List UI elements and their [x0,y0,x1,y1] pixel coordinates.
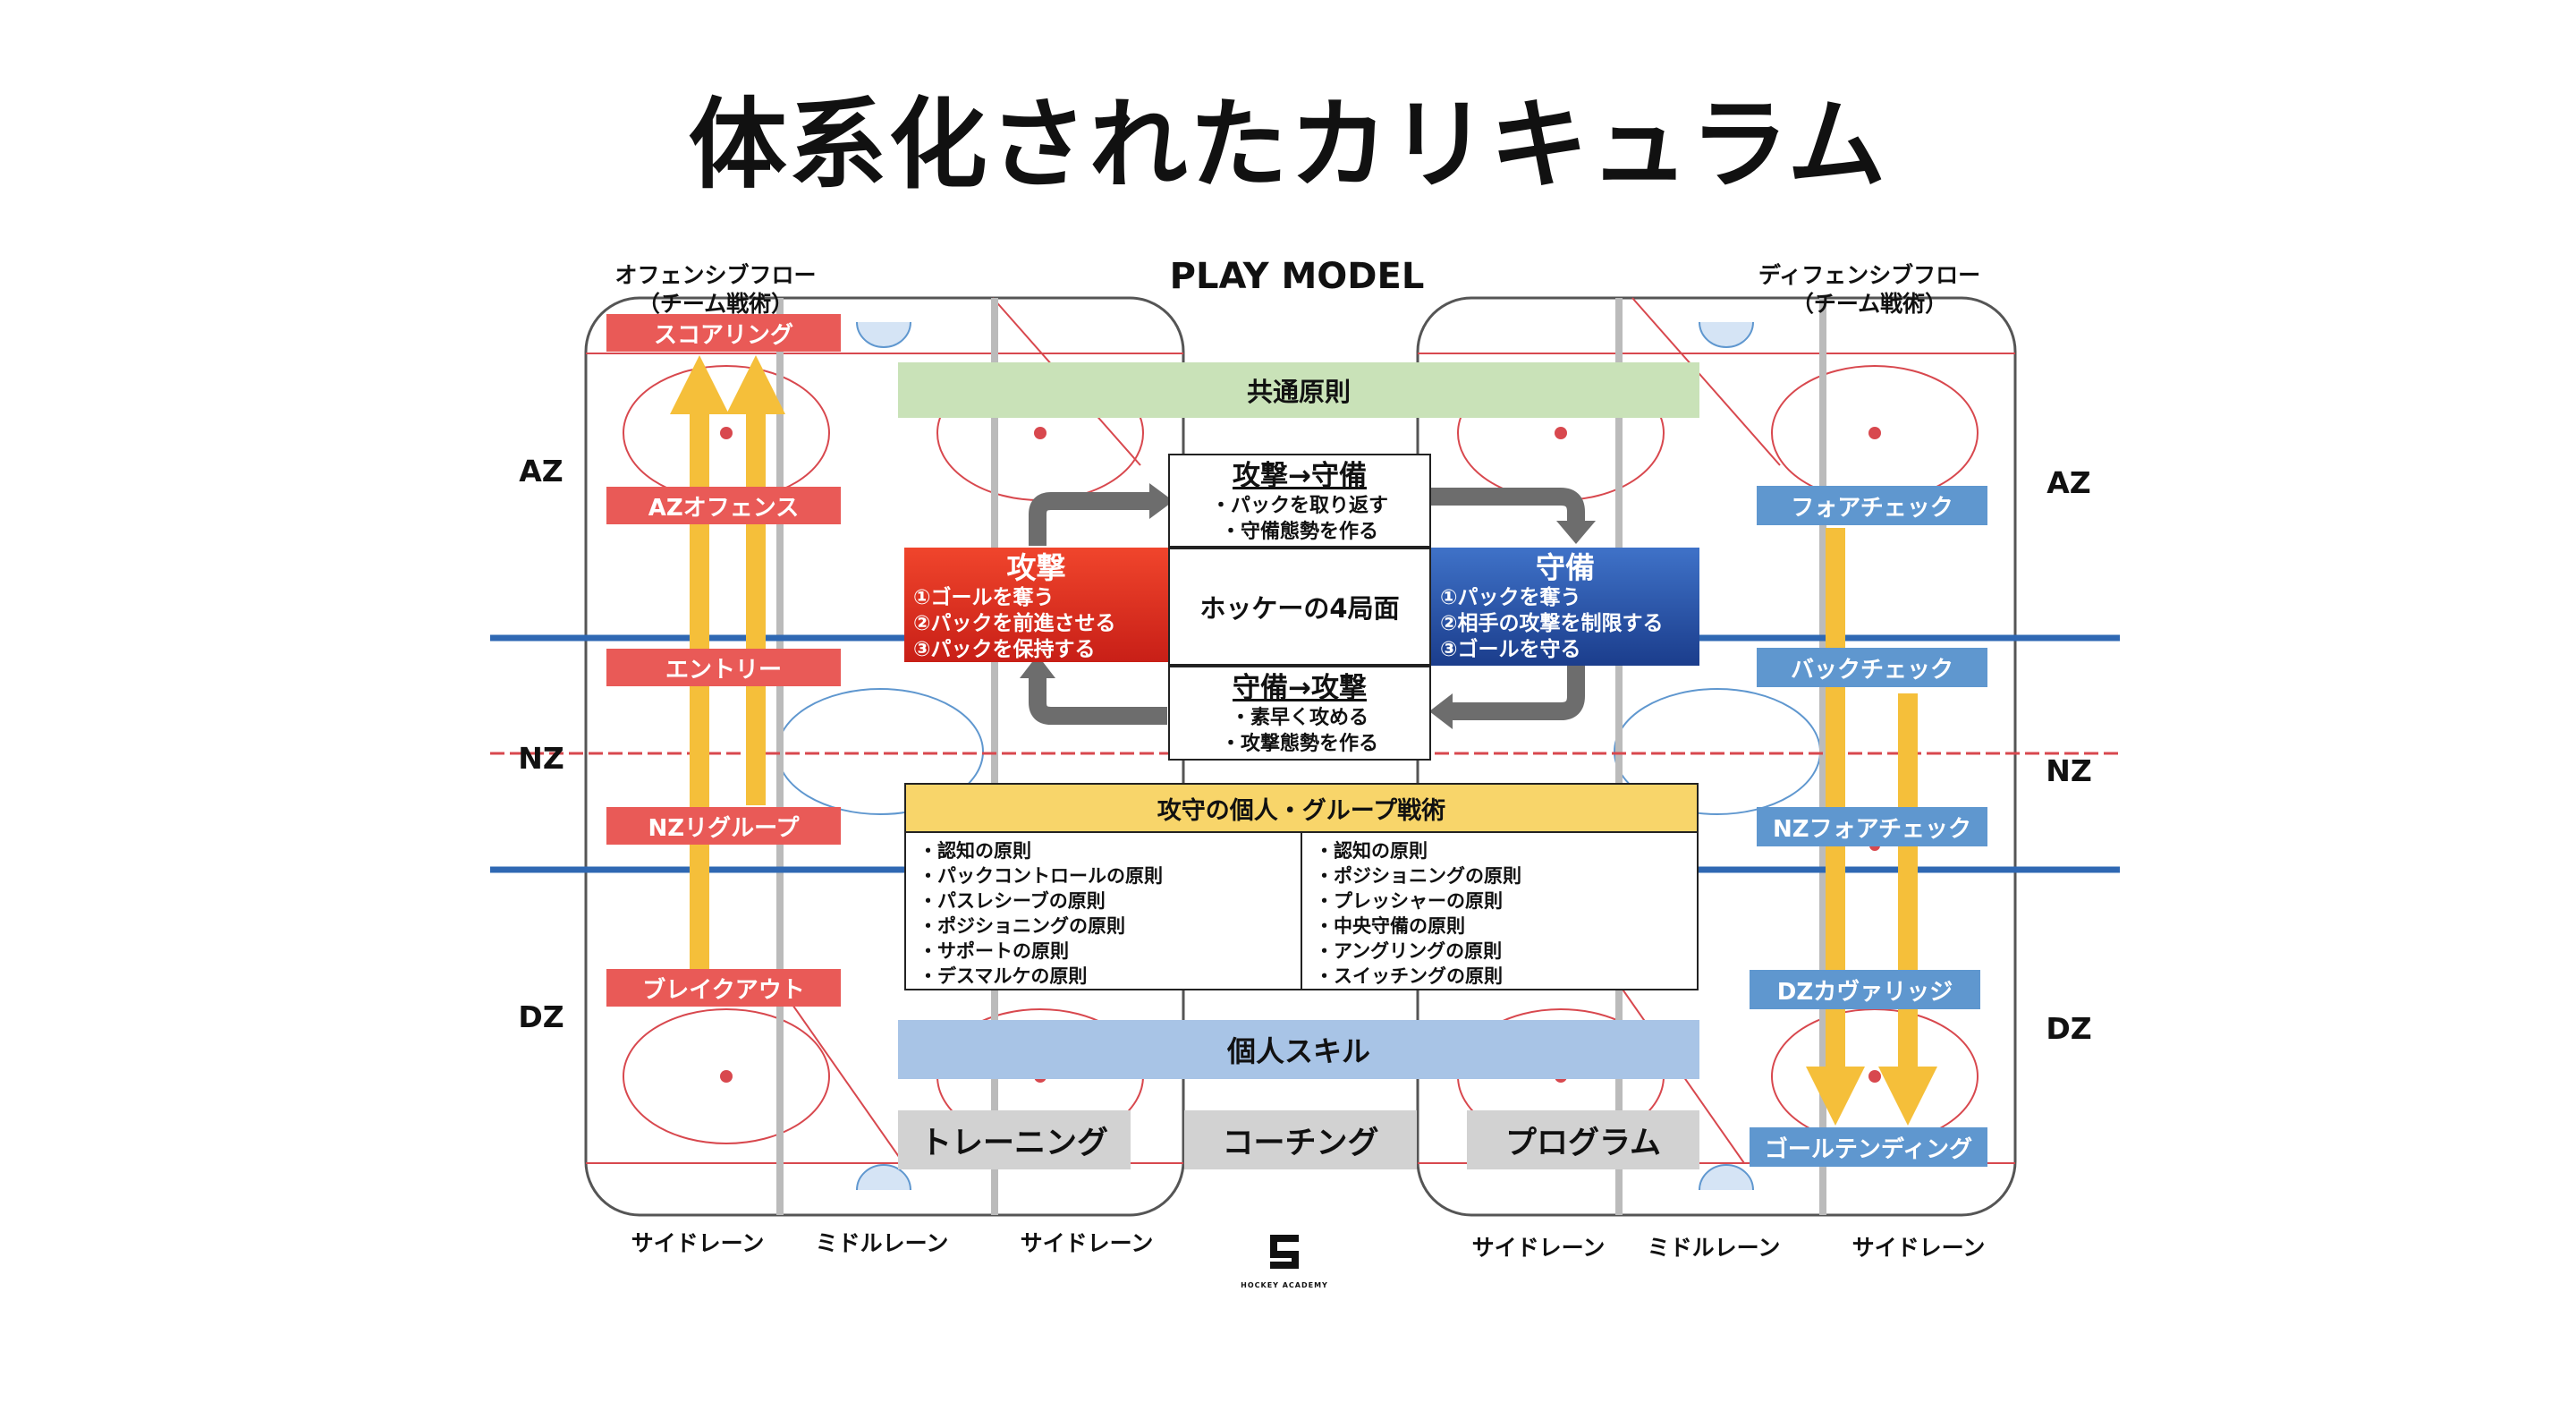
zone-label-nz-left: NZ [518,741,564,776]
offense-principle: ・ポジショニングの原則 [919,915,1125,937]
group-tactics-defense-column: ・認知の原則 ・ポジショニングの原則 ・プレッシャーの原則 ・中央守備の原則 ・… [1301,833,1697,989]
zone-label-dz-left: DZ [518,999,564,1034]
individual-skill-bar: 個人スキル [898,1020,1699,1079]
defense-principle: ・スイッチングの原則 [1315,965,1503,987]
cycle-arrow-bottom-to-attack [1029,676,1167,725]
lane-label-right-side-2: サイドレーン [1852,1235,1986,1261]
attack-phase-box: 攻撃 ①ゴールを奪う ②パックを前進させる ③パックを保持する [904,548,1168,662]
defense-step-nz-forecheck: NZフォアチェック [1757,807,1987,846]
group-tactics-title: 攻守の個人・グループ戦術 [906,785,1697,833]
lane-label-right-middle: ミドルレーン [1647,1235,1781,1261]
defense-flow-heading: ディフェンシブフロー （チーム戦術） [1758,262,1981,317]
lane-label-left-side-1: サイドレーン [631,1230,765,1256]
group-tactics-offense-column: ・認知の原則 ・パックコントロールの原則 ・パスレシーブの原則 ・ポジショニング… [906,833,1301,989]
offense-principle: ・認知の原則 [919,840,1031,862]
defense-title: 守備 [1536,550,1595,585]
four-phases-label: ホッケーの4局面 [1168,548,1431,666]
logo-mark [1270,1235,1299,1269]
attack-line: ③パックを保持する [913,638,1096,661]
cycle-arrow-top-to-defense [1431,488,1585,523]
defense-line: ③ゴールを守る [1440,638,1581,661]
page-title: 体系化されたカリキュラム [688,88,1888,202]
defense-step-forecheck: フォアチェック [1757,486,1987,525]
offense-principle: ・パックコントロールの原則 [919,865,1163,887]
defense-principle: ・中央守備の原則 [1315,915,1465,937]
defense-principle: ・認知の原則 [1315,840,1428,862]
transition-defense-to-attack: 守備→攻撃 ・素早く攻める ・攻撃態勢を作る [1168,666,1431,761]
attack-title: 攻撃 [1006,550,1066,585]
cycle-arrow-attack-to-top [1029,492,1154,546]
defense-principle: ・プレッシャーの原則 [1315,890,1503,912]
training-box: トレーニング [898,1110,1131,1169]
attack-line: ①ゴールを奪う [913,586,1055,609]
lane-label-left-middle: ミドルレーン [815,1230,949,1256]
cycle-arrow-defense-to-bottom [1449,662,1585,720]
play-model-heading: PLAY MODEL [1169,256,1425,297]
attack-line: ②パックを前進させる [913,612,1116,635]
transition-attack-to-defense: 攻撃→守備 ・パックを取り返す ・守備態勢を作る [1168,454,1431,548]
lane-label-left-side-2: サイドレーン [1020,1230,1154,1256]
offense-step-entry: エントリー [606,649,841,686]
transition-top-line: ・守備態勢を作る [1220,521,1378,543]
defense-step-goaltending: ゴールテンディング [1750,1127,1987,1167]
offense-principle: ・サポートの原則 [919,940,1069,962]
common-principles-bar: 共通原則 [898,362,1699,418]
lane-label-right-side-1: サイドレーン [1471,1235,1606,1261]
group-tactics-box: 攻守の個人・グループ戦術 ・認知の原則 ・パックコントロールの原則 ・パスレシー… [904,783,1699,990]
defense-step-backcheck: バックチェック [1757,648,1987,687]
defense-line: ①パックを奪う [1440,586,1581,609]
defense-principle: ・ポジショニングの原則 [1315,865,1521,887]
defense-step-dz-coverage: DZカヴァリッジ [1750,970,1980,1009]
transition-bottom-line: ・素早く攻める [1230,707,1368,729]
offense-flow-heading: オフェンシブフロー （チーム戦術） [614,262,817,317]
defense-principle: ・アングリングの原則 [1315,940,1503,962]
offense-step-nz-regroup: NZリグループ [606,807,841,845]
transition-bottom-title: 守備→攻撃 [1233,672,1367,704]
offense-principle: ・デスマルケの原則 [919,965,1088,987]
offense-step-az-offense: AZオフェンス [606,487,841,524]
transition-top-title: 攻撃→守備 [1233,460,1367,492]
defense-line: ②相手の攻撃を制限する [1440,612,1664,635]
offense-step-breakout: ブレイクアウト [606,969,841,1007]
zone-label-dz-right: DZ [2046,1011,2092,1046]
coaching-box: コーチング [1184,1110,1417,1169]
zone-label-az-left: AZ [519,454,564,489]
offense-principle: ・パスレシーブの原則 [919,890,1106,912]
zone-label-nz-right: NZ [2046,753,2092,788]
offense-step-scoring: スコアリング [606,314,841,352]
transition-top-line: ・パックを取り返す [1210,495,1388,517]
zone-label-az-right: AZ [2046,465,2091,500]
defense-phase-box: 守備 ①パックを奪う ②相手の攻撃を制限する ③ゴールを守る [1431,548,1699,666]
transition-bottom-line: ・攻撃態勢を作る [1220,733,1378,755]
logo-text: HOCKEY ACADEMY [1241,1281,1328,1289]
program-box: プログラム [1467,1110,1699,1169]
